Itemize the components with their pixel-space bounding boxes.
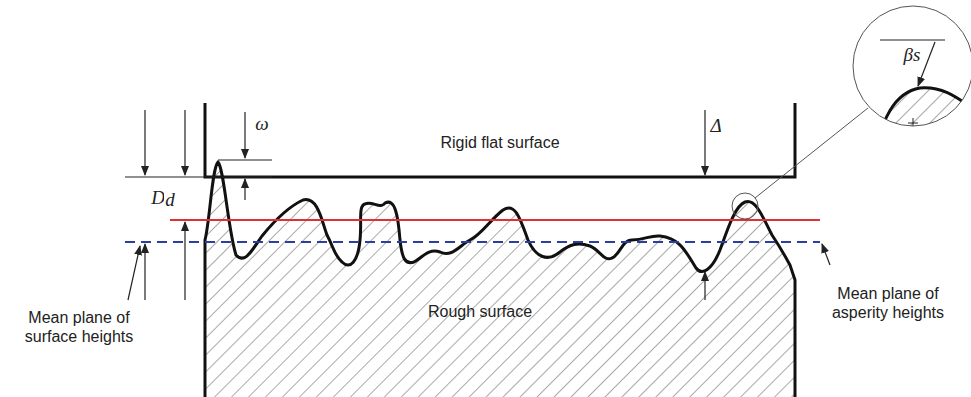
plane-label: Mean plane of asperity heights [813, 284, 963, 322]
asperity-mean-plane [170, 219, 820, 221]
plane-label: Mean plane of surface heights [4, 308, 154, 346]
rigid-flat-surface [205, 103, 795, 177]
zoom-leader [755, 108, 868, 198]
zoom-detail [875, 40, 971, 200]
radius-symbol: βs [903, 44, 922, 67]
surface-label: Rough surface [428, 302, 532, 321]
dimension-symbol: d [164, 189, 176, 212]
dimension-symbol: ω [254, 113, 269, 136]
zoom-marker [732, 193, 758, 219]
surface-mean-plane [125, 241, 820, 243]
dimension-symbol: Δ [709, 115, 722, 138]
rough-surface-body [205, 162, 795, 397]
surface-label: Rigid flat surface [440, 133, 559, 152]
dimension-lines [125, 110, 830, 300]
